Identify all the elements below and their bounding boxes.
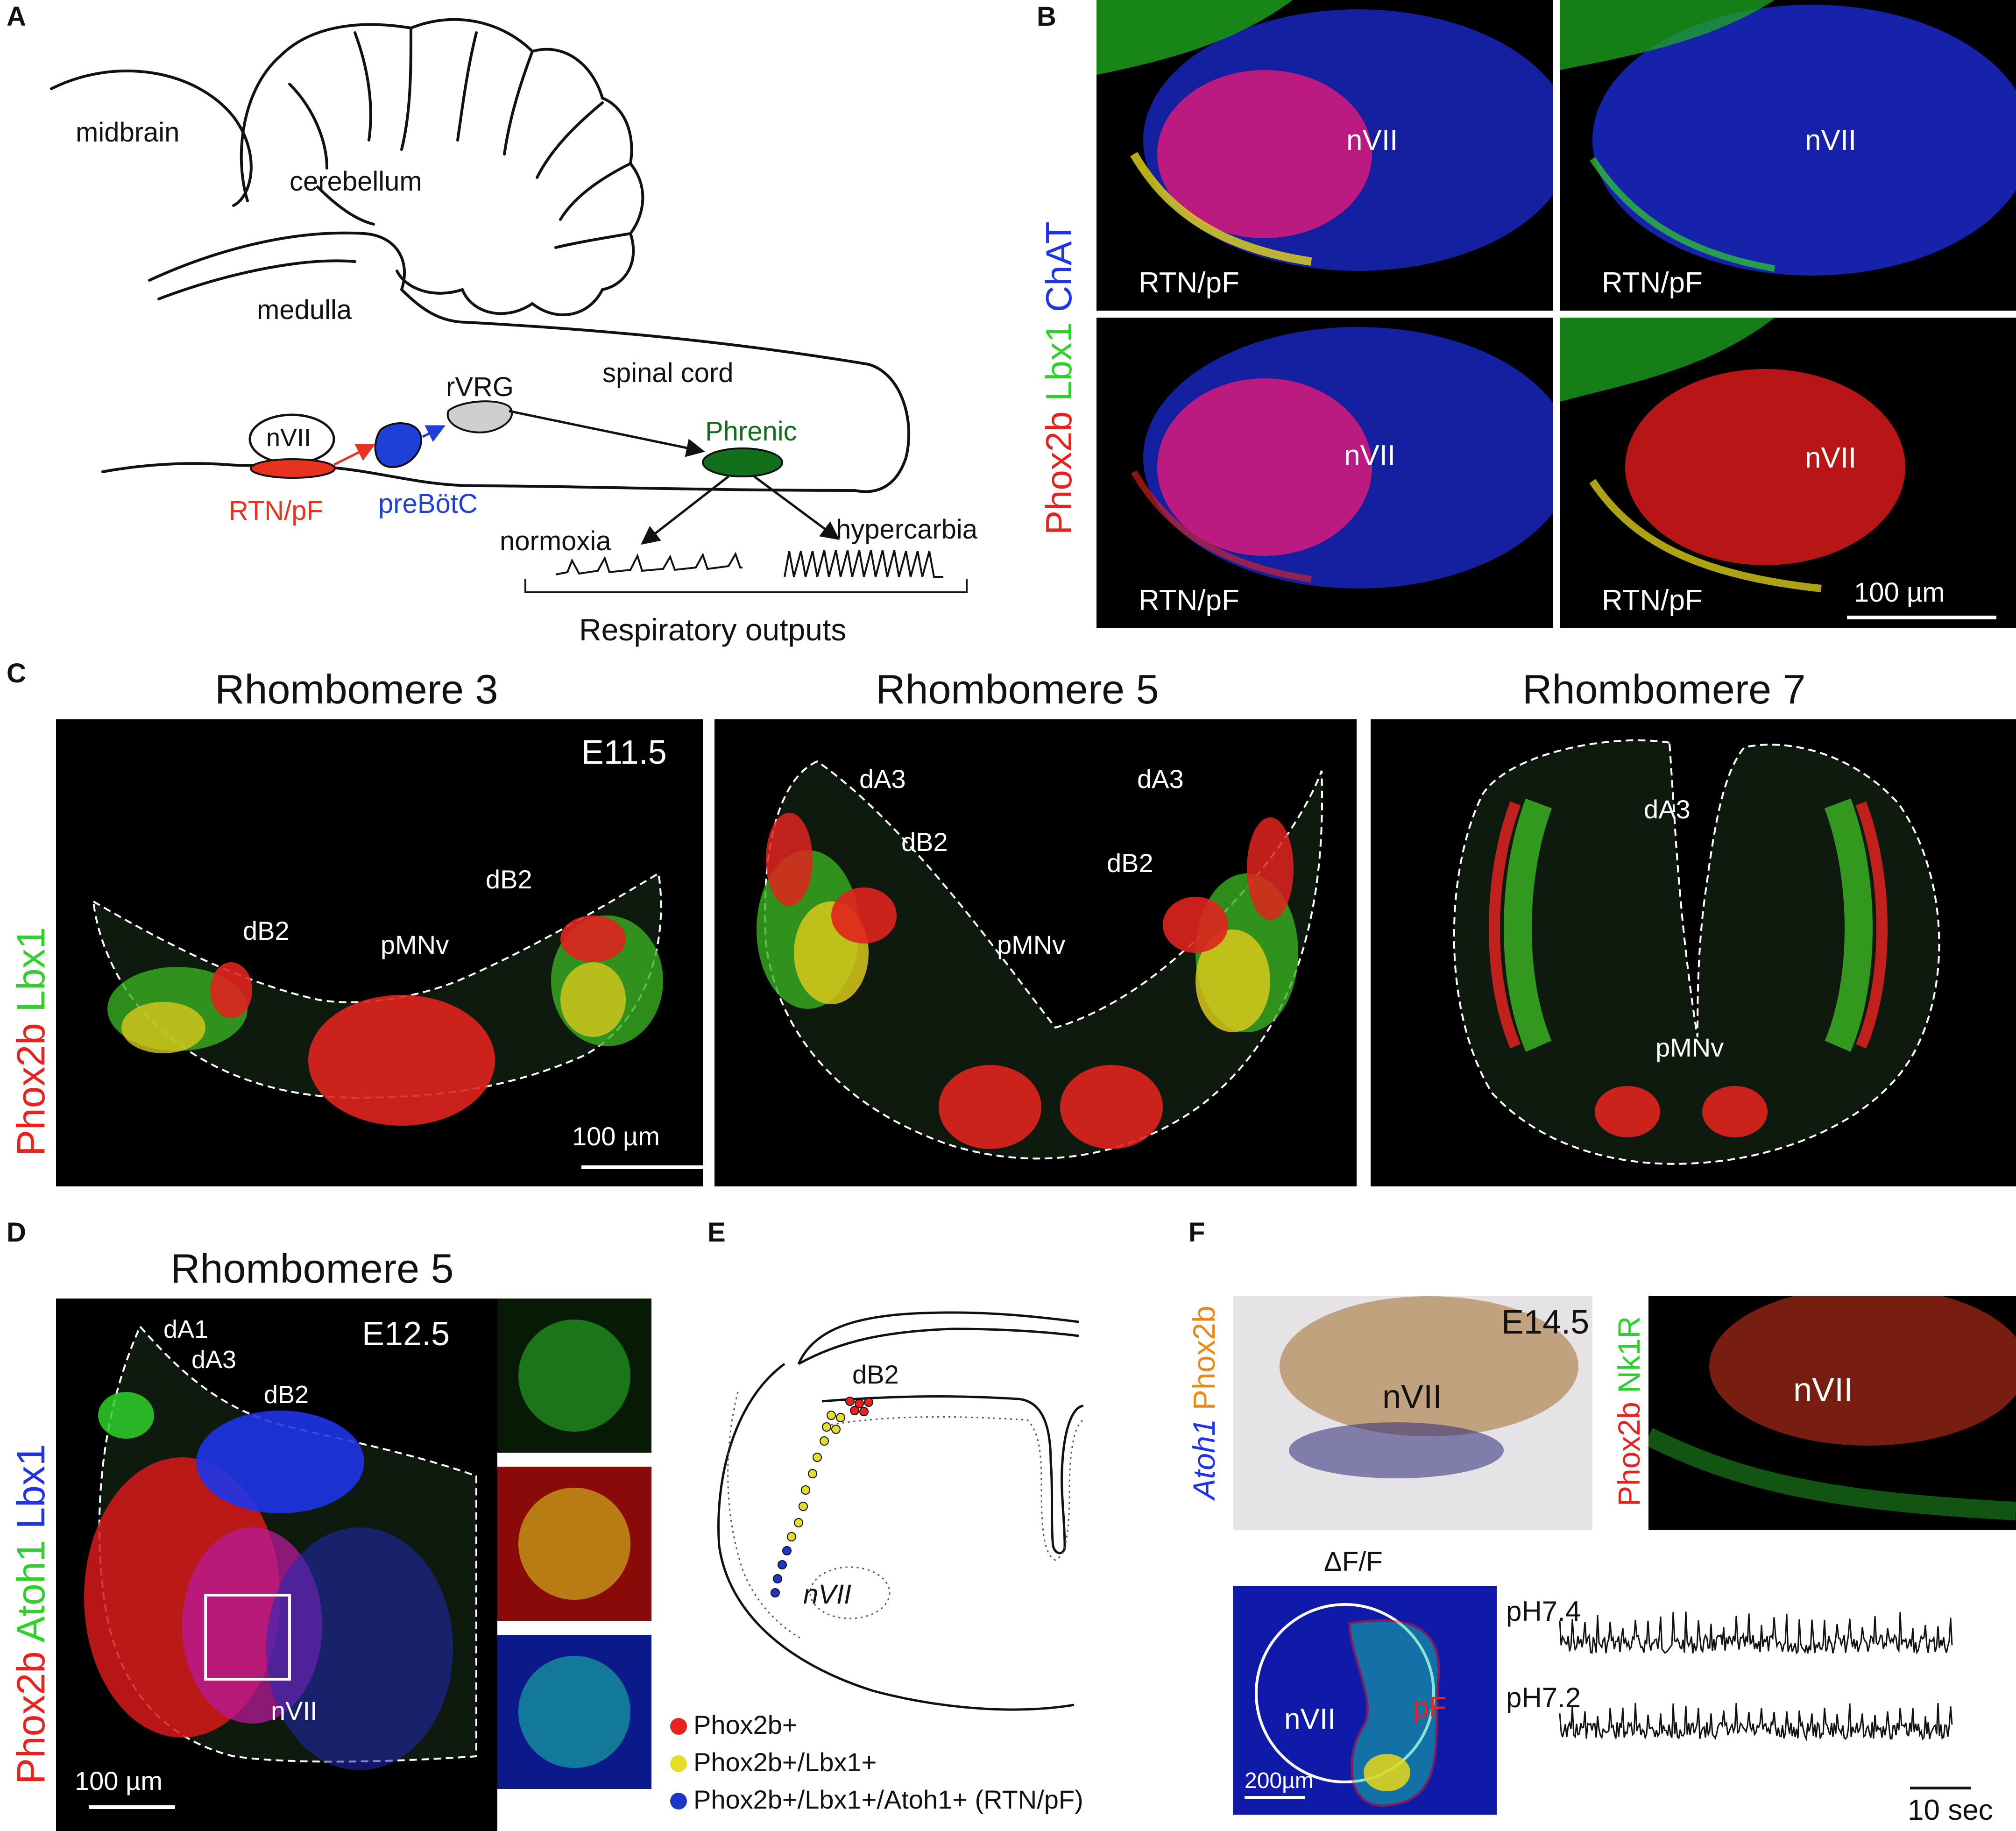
channel-legend-d: Phox2b Atoh1 Lbx1 [9,1444,53,1784]
stage-label: E11.5 [581,734,667,771]
scalebar [89,1805,175,1809]
channel-legend-f-ish: Atoh1 Phox2b [1187,1306,1221,1499]
area-label: RTN/pF [1602,584,1703,617]
mark-da3: dA3 [1644,795,1691,824]
section-title-r3: Rhombomere 3 [215,666,498,712]
label-medulla: medulla [257,295,352,325]
micrograph-b-phox2b-chat: nVII RTN/pF [1096,318,1553,628]
imaging-title: ΔF/F [1324,1547,1383,1577]
inset-d-atoh1 [497,1299,651,1453]
panel-label-b: B [1037,1,1056,32]
mark-da3: dA3 [191,1346,237,1374]
label-phrenic: Phrenic [705,416,797,447]
mark-db2-right: dB2 [486,865,532,894]
inset-d-lbx1 [497,1635,651,1789]
panel-label-a: A [7,1,26,32]
channel-legend-f-ihc: Phox2b Nk1R [1612,1316,1646,1506]
trace-ph72 [1559,1703,1953,1742]
micrograph-f-ish: E14.5 nVII [1233,1296,1592,1530]
label-rvrg: rVRG [446,372,514,402]
trace-ph74 [1559,1611,1953,1655]
legend-swatch [670,1793,687,1810]
label-rtn-pf: RTN/pF [229,496,323,526]
area-label: RTN/pF [1602,267,1703,299]
panel-label-f: F [1188,1217,1205,1248]
channel-legend-c: Phox2b Lbx1 [9,927,53,1156]
mark-db2-left: dB2 [243,916,290,945]
micrograph-b-merge: nVII RTN/pF [1096,0,1553,311]
region-label: nVII [1382,1378,1443,1416]
legend-label: Phox2b+/Lbx1+/Atoh1+ (RTN/pF) [693,1785,1083,1814]
label-normoxia: normoxia [500,526,611,556]
micrograph-c-r7: dA3 pMNv [1371,719,2016,1186]
micrograph-b-lbx1-chat: nVII RTN/pF [1560,0,2016,311]
label-hypercarbia: hypercarbia [836,514,978,545]
scalebar-label: 100 µm [75,1766,163,1796]
mark-nvii: nVII [803,1579,852,1610]
mark-db2-right: dB2 [1107,848,1153,878]
mark-da1: dA1 [163,1315,209,1343]
region-label: nVII [1284,1703,1336,1735]
legend-label: Phox2b+ [693,1710,798,1739]
scalebar [581,1165,703,1169]
label-nvii: nVII [266,424,311,452]
micrograph-d: E12.5 dA1 dA3 dB2 nVII 100 µm [56,1299,497,1831]
label-cerebellum: cerebellum [290,166,422,197]
mark-db2: dB2 [852,1360,899,1389]
micrograph-f-imaging: nVII pF 200µm [1233,1586,1497,1815]
mark-db2-left: dB2 [901,827,948,857]
label-midbrain: midbrain [76,117,180,148]
region-label: nVII [1805,124,1857,156]
mark-da3-left: dA3 [859,764,906,794]
scalebar-label: 100 µm [572,1121,660,1151]
scalebar-label: 100 µm [1854,577,1945,608]
label-prebotc: preBötC [378,489,478,519]
label-respiratory-outputs: Respiratory outputs [579,612,847,647]
legend-swatch [670,1755,687,1772]
scalebar [1847,616,1996,619]
region-label: nVII [1793,1371,1853,1409]
panel-label-d: D [7,1217,26,1248]
trace-label-ph72: pH7.2 [1506,1682,1581,1713]
trace-label-ph74: pH7.4 [1506,1596,1581,1627]
micrograph-b-phox2b-lbx1: nVII RTN/pF 100 µm [1560,318,2016,628]
scalebar [1245,1796,1305,1799]
brain-schematic [50,18,968,593]
legend-swatch [670,1718,687,1735]
region-label: nVII [1344,440,1396,472]
scalebar-label: 200µm [1245,1768,1314,1793]
time-scalebar-label: 10 sec [1908,1794,1993,1826]
calcium-traces [1559,1611,1971,1789]
micrograph-c-r5: dA3 dA3 dB2 dB2 pMNv [714,719,1357,1186]
stage-label: E12.5 [362,1315,450,1353]
label-spinal-cord: spinal cord [602,358,734,388]
mark-da3-right: dA3 [1137,764,1184,794]
mark-nvii: nVII [271,1696,318,1725]
panel-label-e: E [707,1217,726,1248]
section-title-r5: Rhombomere 5 [876,666,1159,712]
micrograph-c-r3: E11.5 dB2 dB2 pMNv 100 µm [56,719,703,1186]
mark-pmnv: pMNv [997,930,1066,959]
area-label: RTN/pF [1139,267,1239,299]
mark-pmnv: pMNv [1655,1033,1724,1062]
panel-d-title: Rhombomere 5 [170,1245,454,1292]
micrograph-f-ihc: nVII [1648,1296,2016,1530]
mark-db2: dB2 [264,1381,309,1409]
inset-d-phox2b [497,1467,651,1621]
legend-label: Phox2b+/Lbx1+ [693,1747,877,1777]
region-label: nVII [1346,124,1398,156]
stage-label: E14.5 [1501,1304,1590,1341]
mark-pmnv: pMNv [381,930,449,959]
schematic-e [717,1311,1083,1711]
section-title-r7: Rhombomere 7 [1522,666,1806,712]
panel-label-c: C [7,658,26,688]
area-label: pF [1413,1691,1447,1724]
region-label: nVII [1805,442,1857,474]
channel-legend-b: Phox2b Lbx1 ChAT [1038,221,1079,535]
area-label: RTN/pF [1139,584,1239,617]
